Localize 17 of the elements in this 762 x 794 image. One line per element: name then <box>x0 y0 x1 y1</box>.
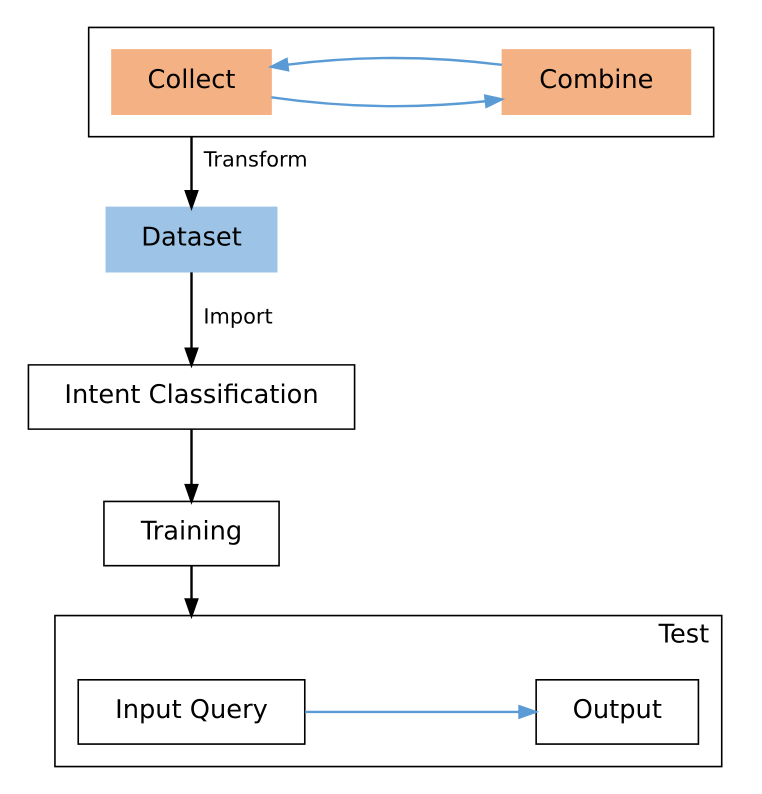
node-box: Collect <box>110 49 272 116</box>
arrow <box>184 430 198 505</box>
arrow <box>304 704 539 720</box>
arrow <box>267 56 502 72</box>
arrow <box>270 94 505 109</box>
node-box: Intent Classification <box>27 364 355 430</box>
node-box: Input Query <box>76 678 306 745</box>
edge-label: Import <box>202 304 272 329</box>
edge-label: Transform <box>203 147 308 172</box>
node-box: Output <box>534 678 699 745</box>
arrow <box>184 272 198 368</box>
node-box: Dataset <box>105 206 277 272</box>
arrow <box>184 566 198 620</box>
cluster <box>87 26 714 138</box>
node-box: Training <box>102 500 280 566</box>
node-box: Combine <box>501 49 691 116</box>
arrow <box>184 136 198 211</box>
